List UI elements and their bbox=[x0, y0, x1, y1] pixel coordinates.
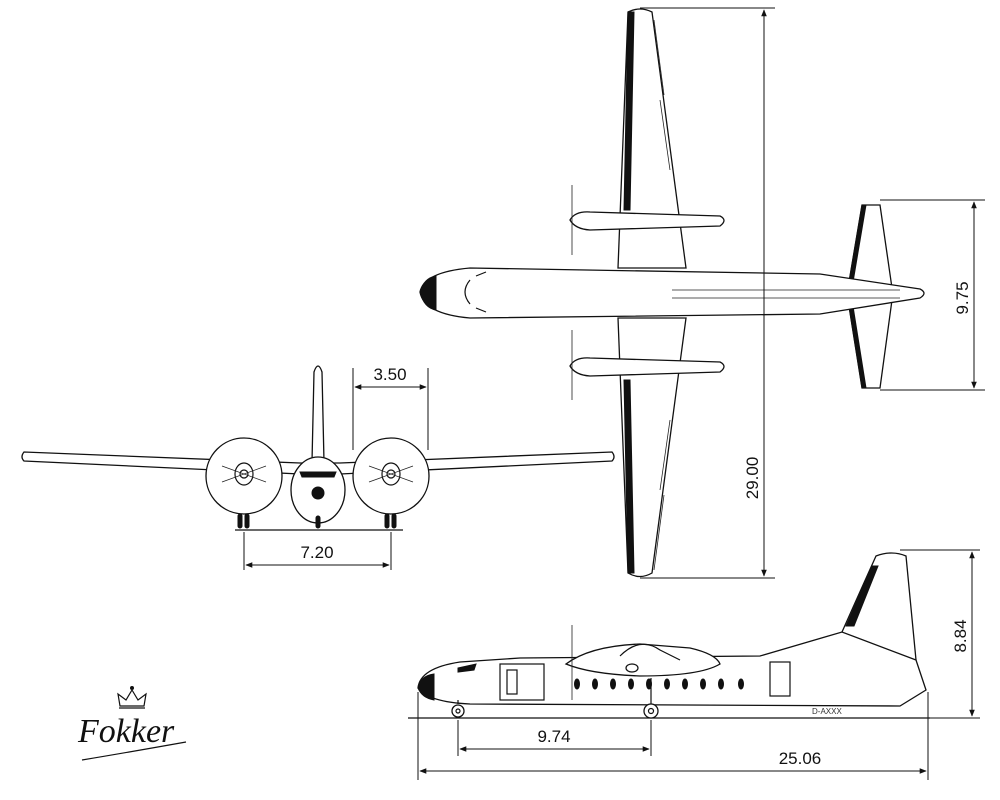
left-main-gear bbox=[237, 513, 243, 529]
nose-gear-front bbox=[315, 515, 321, 529]
side-nose-wheel bbox=[451, 704, 465, 718]
dim-label-7-20: 7.20 bbox=[300, 543, 333, 562]
dim-label-29-00: 29.00 bbox=[743, 457, 762, 500]
dimension-wheelbase: 9.74 bbox=[457, 720, 652, 756]
dim-label-9-74: 9.74 bbox=[537, 727, 570, 746]
right-main-gear bbox=[384, 513, 390, 529]
top-view bbox=[419, 8, 925, 578]
dim-label-25-06: 25.06 bbox=[779, 749, 822, 768]
dimension-propeller-clearance: 3.50 bbox=[352, 365, 429, 450]
crown-icon bbox=[117, 686, 147, 709]
right-nacelle-front bbox=[381, 462, 401, 486]
dimension-overall-length: 25.06 bbox=[417, 692, 929, 780]
front-windshield bbox=[299, 471, 337, 478]
side-view: D-AXXX bbox=[408, 552, 930, 719]
top-nose-cone bbox=[419, 275, 437, 311]
dimension-tail-span: 9.75 bbox=[880, 199, 985, 391]
side-nose-cone bbox=[417, 673, 435, 701]
dimension-gear-track: 7.20 bbox=[243, 532, 392, 570]
top-nacelle-lower bbox=[569, 357, 725, 377]
fokker-logo: Fokker bbox=[77, 686, 187, 761]
side-cockpit-windows bbox=[457, 663, 477, 673]
dim-label-8-84: 8.84 bbox=[951, 619, 970, 652]
fokker-wordmark: Fokker bbox=[77, 713, 175, 750]
front-fin bbox=[311, 365, 325, 463]
dimension-height: 8.84 bbox=[900, 549, 980, 719]
side-rear-door bbox=[769, 661, 791, 697]
left-nacelle-front bbox=[234, 462, 254, 486]
side-nacelle bbox=[564, 643, 721, 677]
side-fin bbox=[841, 552, 917, 661]
front-view bbox=[21, 365, 615, 531]
dim-label-9-75: 9.75 bbox=[953, 281, 972, 314]
side-window-row bbox=[574, 678, 744, 690]
left-propeller-disc bbox=[205, 437, 283, 515]
side-registration: D-AXXX bbox=[812, 707, 842, 716]
dim-label-3-50: 3.50 bbox=[373, 365, 406, 384]
right-propeller-disc bbox=[352, 437, 430, 515]
top-fuselage bbox=[419, 267, 925, 319]
dimension-wingspan: 29.00 bbox=[640, 7, 775, 579]
side-front-door bbox=[499, 663, 545, 701]
side-main-wheel bbox=[643, 703, 659, 719]
top-nacelle-upper bbox=[569, 211, 725, 231]
front-radome-dot bbox=[311, 486, 325, 500]
logo-underline-swash bbox=[81, 741, 187, 761]
